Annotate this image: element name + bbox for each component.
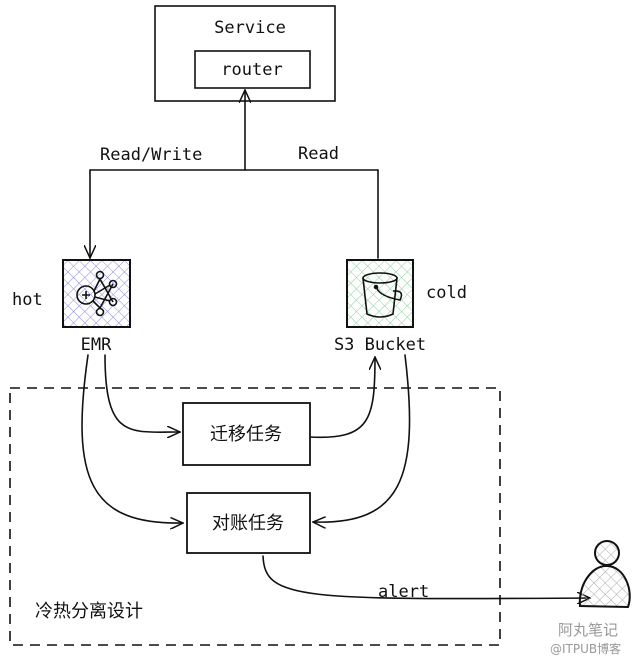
watermark: 阿丸笔记 @ITPUB博客 bbox=[550, 621, 621, 656]
emr-label: EMR bbox=[81, 335, 112, 355]
s3-to-reconcile-arrow bbox=[313, 354, 411, 522]
bucket-icon bbox=[362, 272, 403, 318]
migrate-task-box: 迁移任务 bbox=[182, 402, 311, 466]
read-write-label: Read/Write bbox=[100, 145, 202, 165]
emr-to-migrate-arrow bbox=[104, 354, 180, 432]
group-label: 冷热分离设计 bbox=[35, 601, 143, 622]
cold-hot-separation-group bbox=[9, 387, 501, 646]
watermark-line1: 阿丸笔记 bbox=[558, 621, 618, 639]
migrate-to-s3-arrow bbox=[309, 357, 375, 439]
emr-node: hot EMR bbox=[12, 259, 131, 355]
s3-label: S3 Bucket bbox=[334, 335, 426, 355]
router-label: router bbox=[221, 60, 282, 80]
s3-node: cold S3 Bucket bbox=[334, 259, 467, 355]
person-icon bbox=[578, 540, 631, 609]
emr-to-reconcile-arrow bbox=[81, 354, 183, 523]
alert-arrow bbox=[262, 555, 590, 599]
service-label: Service bbox=[214, 18, 286, 38]
emr-cluster-icon bbox=[76, 270, 118, 317]
alert-label: alert bbox=[378, 582, 429, 602]
reconcile-task-box: 对账任务 bbox=[186, 492, 311, 554]
hot-label: hot bbox=[12, 290, 43, 310]
migrate-task-label: 迁移任务 bbox=[210, 424, 282, 445]
reconcile-task-label: 对账任务 bbox=[212, 513, 284, 534]
watermark-line2: @ITPUB博客 bbox=[550, 641, 621, 656]
cold-label: cold bbox=[426, 283, 467, 303]
service-box: Service router bbox=[154, 5, 336, 102]
read-label: Read bbox=[298, 144, 339, 164]
